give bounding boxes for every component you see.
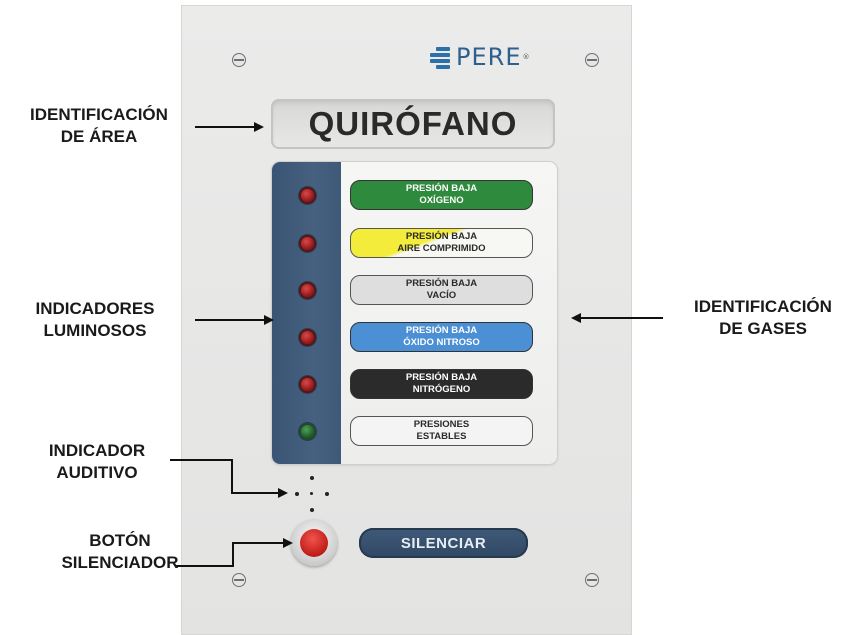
callout-silence-button: BOTÓN SILENCIADOR (60, 530, 180, 574)
gas-label-line2: AIRE COMPRIMIDO (397, 243, 486, 254)
brand-registered-mark: ® (522, 53, 530, 61)
silence-label-plate: SILENCIAR (359, 528, 528, 558)
speaker-hole-icon (295, 492, 299, 496)
callout-line: AUDITIVO (56, 463, 138, 482)
gas-label-line1: PRESIÓN BAJA (405, 183, 478, 194)
brand-name: PERE (456, 43, 522, 71)
speaker-hole-icon (310, 492, 313, 495)
screw-bottom-left-icon (232, 573, 246, 587)
arrow-button (175, 538, 293, 567)
logo-stripes-icon (430, 45, 452, 69)
gas-label-line1: PRESIÓN BAJA (405, 231, 478, 242)
speaker-hole-icon (310, 508, 314, 512)
led-strip (272, 162, 341, 464)
callout-line: IDENTIFICACIÓN (30, 105, 168, 124)
gas-label-line2: ESTABLES (416, 431, 467, 442)
status-led-red (301, 189, 314, 202)
gas-label-line2: NITRÓGENO (412, 384, 471, 395)
screw-top-left-icon (232, 53, 246, 67)
arrow-audible (170, 459, 288, 498)
gas-label-line1: PRESIÓN BAJA (405, 278, 478, 289)
callout-line: IDENTIFICACIÓN (694, 297, 832, 316)
callout-line: DE GASES (719, 319, 807, 338)
status-led-red (301, 378, 314, 391)
status-led-red (301, 237, 314, 250)
speaker-hole-icon (310, 476, 314, 480)
callout-light-indicators: INDICADORES LUMINOSOS (10, 298, 180, 342)
callout-line: INDICADORES (35, 299, 155, 318)
speaker-hole-icon (325, 492, 329, 496)
brand-logo: PERE ® (430, 43, 529, 71)
silence-button[interactable] (300, 529, 328, 557)
callout-audible-indicator: INDICADOR AUDITIVO (22, 440, 172, 484)
gas-label-line1: PRESIONES (413, 419, 470, 430)
status-led-red (301, 331, 314, 344)
area-name: QUIRÓFANO (308, 105, 518, 142)
screw-bottom-right-icon (585, 573, 599, 587)
gas-label-line1: PRESIÓN BAJA (405, 372, 478, 383)
callout-line: LUMINOSOS (43, 321, 147, 340)
callout-line: BOTÓN (89, 531, 151, 550)
callout-line: INDICADOR (48, 441, 146, 460)
callout-gas-identification: IDENTIFICACIÓN DE GASES (672, 296, 854, 340)
status-led-green (301, 425, 314, 438)
gas-label-line1: PRESIÓN BAJA (405, 325, 478, 336)
gas-label-line2: ÓXIDO NITROSO (403, 337, 480, 348)
callout-line: DE ÁREA (60, 127, 138, 146)
callout-area-identification: IDENTIFICACIÓN DE ÁREA (4, 104, 194, 148)
silence-label: SILENCIAR (400, 534, 487, 552)
status-led-red (301, 284, 314, 297)
area-identification-plate: QUIRÓFANO (271, 99, 555, 149)
screw-top-right-icon (585, 53, 599, 67)
callout-line: SILENCIADOR (61, 553, 179, 572)
gas-label-line2: VACÍO (426, 290, 457, 301)
gas-label-line2: OXÍGENO (419, 195, 464, 206)
